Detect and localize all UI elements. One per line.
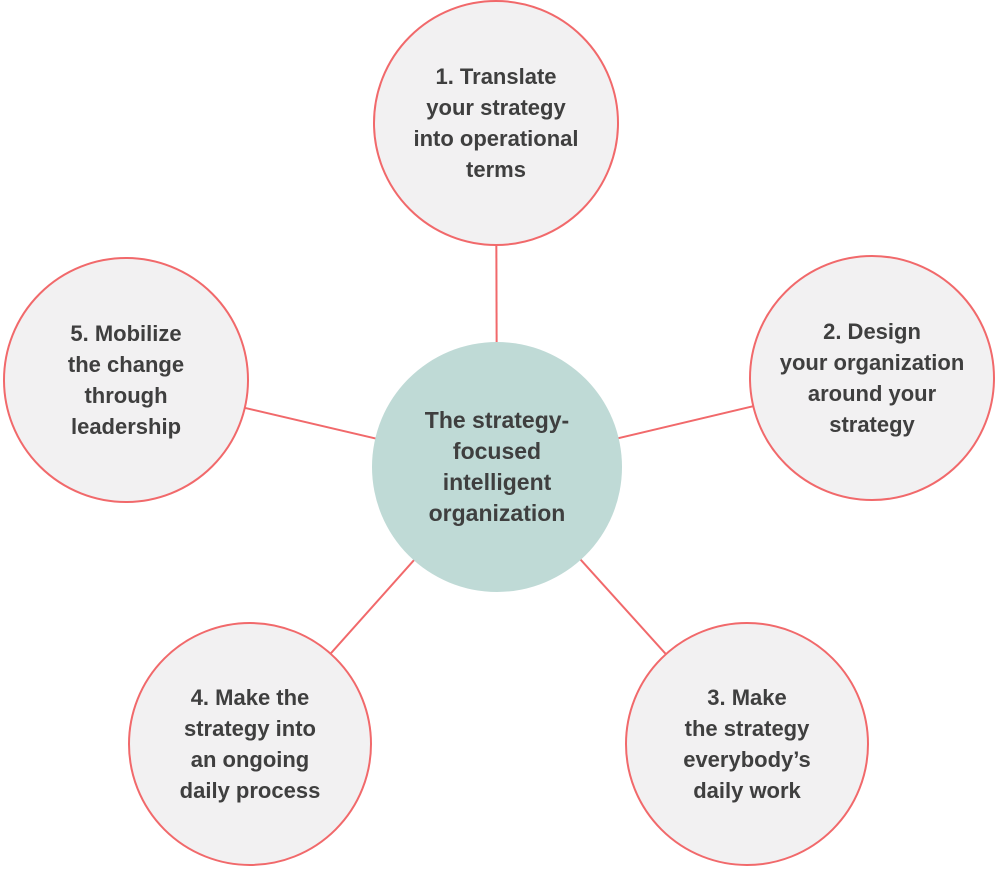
center-circle-strategy-focused-organization: The strategy- focused intelligent organi… — [372, 342, 622, 592]
center-label: The strategy- focused intelligent organi… — [424, 407, 570, 526]
node-circle-2-design-organization: 2. Design your organization around your … — [749, 255, 995, 501]
node-circle-1-translate-strategy: 1. Translate your strategy into operatio… — [373, 0, 619, 246]
node-label-2: 2. Design your organization around your … — [779, 319, 965, 437]
node-label-1: 1. Translate your strategy into operatio… — [413, 64, 579, 182]
node-label-3: 3. Make the strategy everybody’s daily w… — [683, 685, 811, 803]
node-label-4: 4. Make the strategy into an ongoing dai… — [179, 685, 321, 803]
node-circle-3-everybodys-daily-work: 3. Make the strategy everybody’s daily w… — [625, 622, 869, 866]
node-label-5: 5. Mobilize the change through leadershi… — [67, 321, 185, 439]
node-circle-4-ongoing-daily-process: 4. Make the strategy into an ongoing dai… — [128, 622, 372, 866]
node-circle-5-mobilize-change: 5. Mobilize the change through leadershi… — [3, 257, 249, 503]
